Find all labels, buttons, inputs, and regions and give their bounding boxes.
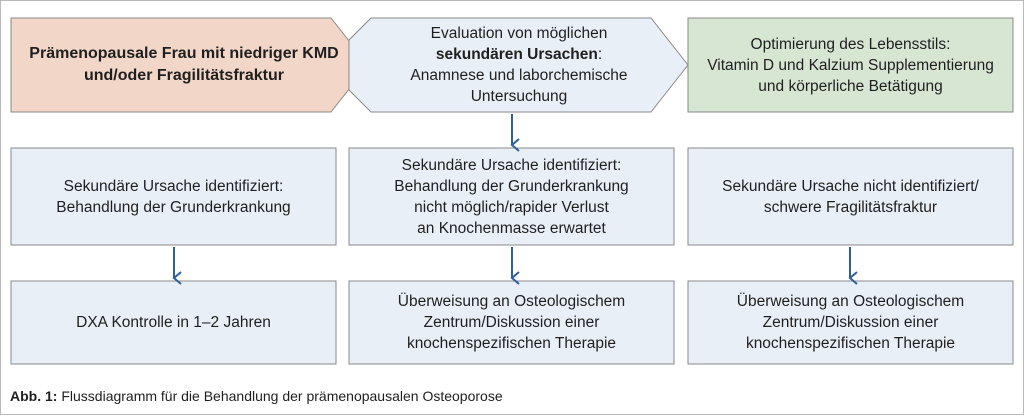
secondary-treatable-box (10, 147, 337, 246)
secondary-none-label: Sekundäre Ursache nicht identifiziert/ s… (722, 177, 979, 216)
lifestyle-node-label: Optimierung des Lebensstils: Vitamin D u… (707, 35, 994, 95)
caption-label: Abb. 1: (10, 388, 58, 404)
secondary-none-box (687, 147, 1014, 246)
caption-text: Flussdiagramm für die Behandlung der prä… (57, 388, 503, 404)
secondary-treatable-label: Sekundäre Ursache identifiziert: Behandl… (56, 177, 291, 216)
evaluation-chevron-shape (348, 17, 689, 113)
referral-right-box (687, 280, 1014, 365)
start-node-label: Prämenopausale Frau mit niedriger KMD un… (29, 45, 339, 84)
secondary-untreatable-label: Sekundäre Ursache identifiziert: Behandl… (394, 156, 629, 237)
evaluation-bold-term: sekundären Ursachen (435, 46, 598, 63)
referral-right-label: Überweisung an Osteologischem Zentrum/Di… (736, 293, 965, 352)
lifestyle-box-shape (687, 17, 1014, 113)
figure-caption: Abb. 1: Flussdiagramm für die Behandlung… (10, 388, 503, 404)
referral-middle-label: Überweisung an Osteologischem Zentrum/Di… (397, 293, 626, 352)
evaluation-node-label: Evaluation von möglichen sekundären Ursa… (410, 25, 628, 105)
secondary-untreatable-box (348, 147, 675, 246)
dxa-box (10, 280, 337, 365)
referral-middle-box (348, 280, 675, 365)
dxa-label: DXA Kontrolle in 1–2 Jahren (76, 314, 271, 331)
